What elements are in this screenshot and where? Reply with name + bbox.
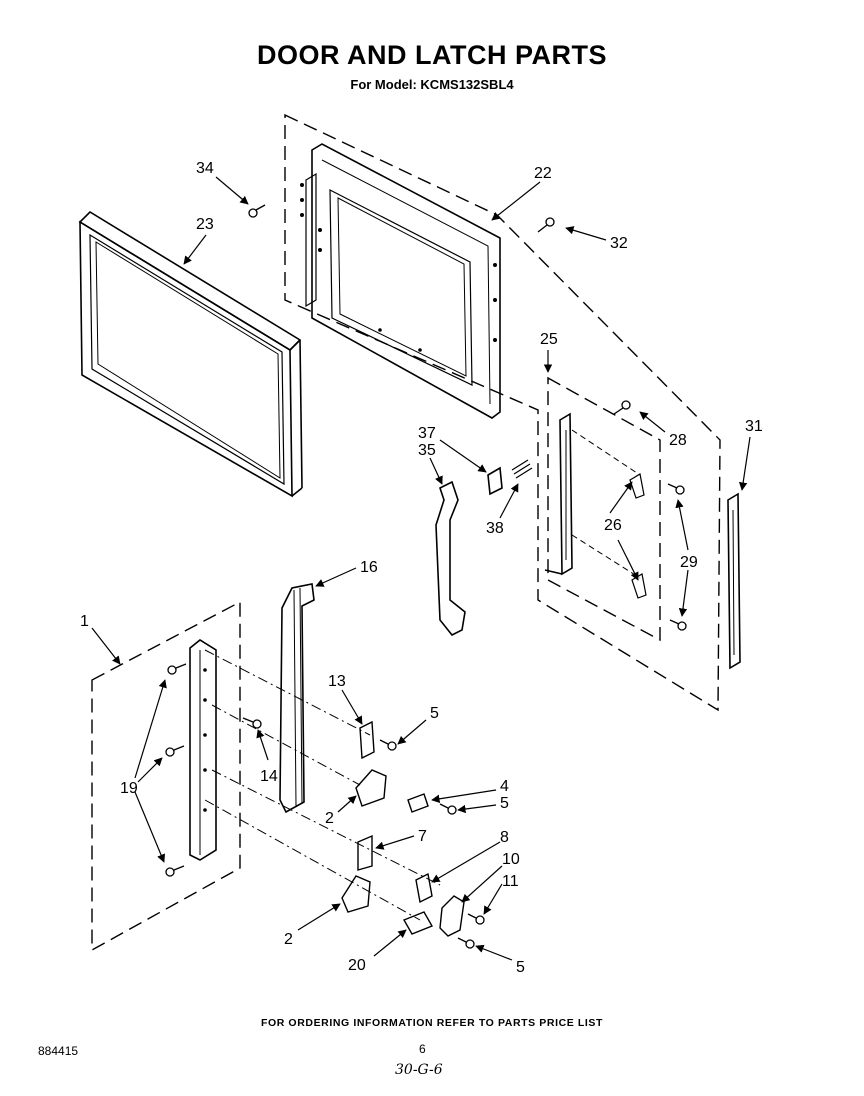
latch-lever-35 [435,459,533,637]
callout-16: 16 [360,559,378,576]
screws [165,204,687,949]
callout-19: 19 [120,780,138,797]
page-title: DOOR AND LATCH PARTS [257,40,607,70]
callout-2-lower: 2 [284,931,293,948]
callout-14: 14 [260,768,278,785]
screw-5-top [379,739,397,751]
callout-28: 28 [669,432,687,449]
screw-29b [669,619,687,631]
callout-13: 13 [328,673,346,690]
callout-20: 20 [348,957,366,974]
callout-labels: 34 23 22 32 25 28 31 37 35 38 26 29 16 1… [80,160,763,976]
screw-28 [613,400,631,415]
page-number: 6 [419,1042,426,1056]
callout-37: 37 [418,425,436,442]
callout-11: 11 [502,873,519,890]
callout-38: 38 [486,520,504,537]
latch-plate-1 [189,639,217,861]
latch-group-outline [91,600,241,952]
hinge-bracket-25 [544,412,647,599]
small-parts [341,720,465,937]
leader-arrows [91,176,751,961]
assembly-outlines [91,113,721,952]
part-2-lower [341,875,371,913]
callout-4: 4 [500,778,509,795]
door-frame-22 [300,143,501,419]
part-8 [415,872,433,904]
handwritten-note: 30-G-6 [395,1062,443,1078]
callout-7: 7 [418,828,427,845]
screw-34 [248,204,266,218]
document-number: 884415 [38,1044,79,1058]
part-2-upper [355,769,387,807]
part-10 [439,895,465,937]
channel-16 [279,583,315,814]
callout-29: 29 [680,554,698,571]
bracket-group-outline [547,376,661,642]
callout-25: 25 [540,331,558,348]
callout-26: 26 [604,517,622,534]
alignment-lines [204,649,441,921]
model-subtitle: For Model: KCMS132SBL4 [350,77,514,92]
screw-32 [537,217,555,233]
callout-23: 23 [196,216,214,233]
part-20 [402,911,434,935]
door-frame-group-outline [284,113,721,712]
screw-19c [165,865,185,877]
part-4 [407,793,429,813]
part-13 [359,720,375,760]
callout-35: 35 [418,442,436,459]
screw-29a [667,483,685,495]
callout-34: 34 [196,160,214,177]
screw-5-mid [439,803,457,815]
callout-32: 32 [610,235,628,252]
screw-19a [167,663,187,675]
callout-5-mid: 5 [500,795,509,812]
screw-19b [165,745,185,757]
callout-8: 8 [500,829,509,846]
callout-1: 1 [80,613,89,630]
callout-10: 10 [502,851,520,868]
screw-14 [242,717,262,729]
callout-31: 31 [745,418,763,435]
screw-5-bottom [457,937,475,949]
callout-2-upper: 2 [325,810,334,827]
callout-5-top: 5 [430,705,439,722]
callout-22: 22 [534,165,552,182]
callout-5-bottom: 5 [516,959,525,976]
door-panel-23 [78,210,303,498]
screw-11 [467,913,485,925]
ordering-note: FOR ORDERING INFORMATION REFER TO PARTS … [260,1017,604,1029]
part-7 [357,834,373,871]
side-strip-31 [727,492,741,670]
